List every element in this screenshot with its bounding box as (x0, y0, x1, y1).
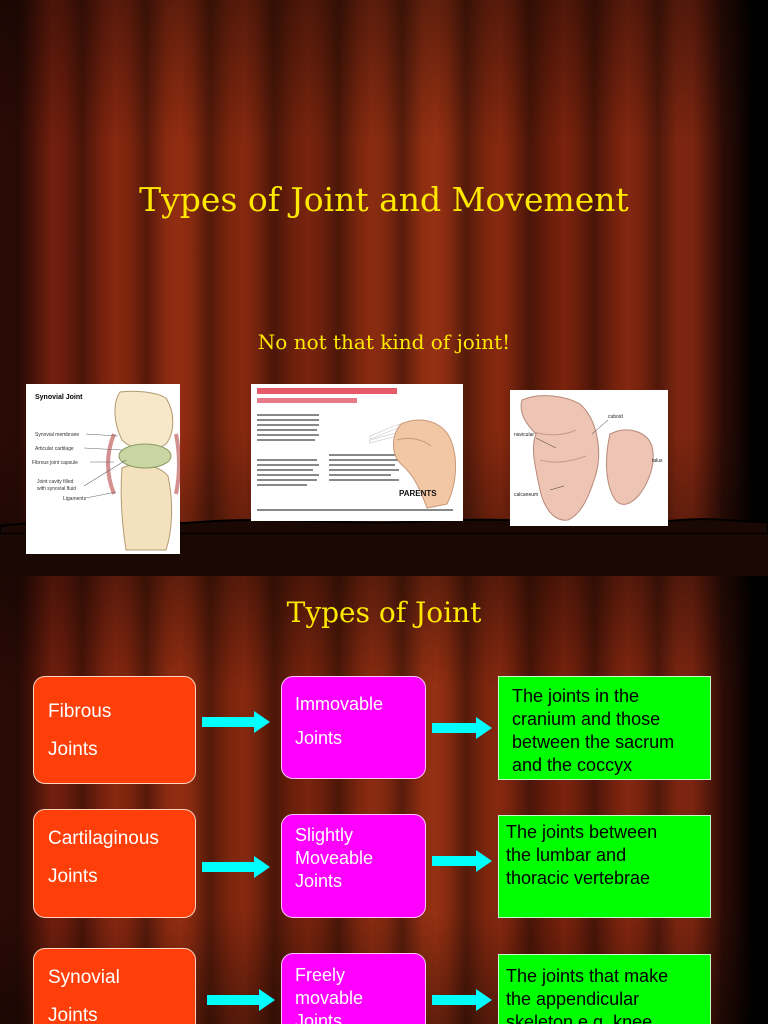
example-line: cranium and those (512, 709, 661, 729)
example-line: the lumbar and (506, 845, 627, 865)
svg-text:navicular: navicular (514, 432, 534, 438)
svg-text:calcaneum: calcaneum (514, 492, 538, 498)
mobility-line: Joints (295, 1011, 343, 1024)
joint-type-line: Joints (48, 866, 98, 887)
joint-type-box: Fibrous Joints (33, 676, 196, 784)
cigarette-hand-photo: PARENTS (251, 384, 463, 521)
mobility-line: Joints (295, 728, 343, 748)
mobility-line: Immovable (295, 694, 384, 714)
right-arrow-icon (207, 989, 275, 1011)
synovial-joint-diagram: Synovial Joint Synovial membrane Articul… (26, 384, 180, 554)
example-box: The joints in the cranium and those betw… (498, 676, 711, 780)
mobility-line: Freely (295, 965, 346, 985)
mobility-box: Freely movable Joints (281, 953, 426, 1024)
right-arrow-icon (202, 856, 270, 878)
right-arrow-icon (432, 717, 492, 739)
joint-type-line: Cartilaginous (48, 828, 159, 849)
mobility-line: Joints (295, 871, 343, 891)
svg-text:cuboid: cuboid (608, 414, 623, 420)
example-box: The joints that make the appendicular sk… (498, 954, 711, 1024)
joint-type-box: Synovial Joints (33, 948, 196, 1024)
mobility-box: Immovable Joints (281, 676, 426, 779)
joint-type-line: Joints (48, 1005, 98, 1024)
mobility-box: Slightly Moveable Joints (281, 814, 426, 918)
section-title: Types of Joint (286, 596, 482, 629)
joint-type-line: Synovial (48, 967, 120, 988)
svg-text:Articular cartilage: Articular cartilage (35, 446, 74, 452)
example-line: The joints between (506, 822, 658, 842)
joint-type-line: Joints (48, 739, 98, 760)
example-line: The joints in the (512, 686, 640, 706)
svg-text:Fibrous joint capsule: Fibrous joint capsule (32, 460, 78, 466)
right-arrow-icon (432, 850, 492, 872)
right-arrow-icon (202, 711, 270, 733)
example-box: The joints between the lumbar and thorac… (498, 815, 711, 918)
slide-1: Types of Joint and Movement No not that … (0, 0, 768, 576)
svg-text:talus: talus (652, 458, 663, 464)
mobility-line: Slightly (295, 825, 354, 845)
joint-type-box: Cartilaginous Joints (33, 809, 196, 918)
joint-type-line: Fibrous (48, 701, 112, 722)
svg-text:Joint cavity filled: Joint cavity filled (37, 479, 74, 485)
diagram-heading: Synovial Joint (35, 394, 83, 401)
curtain-shadow (718, 0, 768, 576)
curtain-shadow (718, 576, 768, 1024)
example-line: and the coccyx (512, 755, 633, 775)
slide-2: Types of Joint Fibrous Joints Immovable … (0, 576, 768, 1024)
right-arrow-icon (432, 989, 492, 1011)
example-line: between the sacrum (512, 732, 675, 752)
slide-subtitle: No not that kind of joint! (257, 330, 511, 354)
svg-text:with synovial fluid: with synovial fluid (37, 486, 76, 492)
slide-title: Types of Joint and Movement (139, 180, 629, 219)
example-line: thoracic vertebrae (506, 868, 651, 888)
example-line: The joints that make (506, 966, 669, 986)
photo-tag: PARENTS (399, 489, 437, 498)
example-line: skeleton e.g. knee (506, 1012, 653, 1024)
mobility-line: Moveable (295, 848, 374, 868)
svg-text:Ligaments: Ligaments (63, 496, 87, 502)
mobility-line: movable (295, 988, 364, 1008)
foot-bones-photo: cuboid navicular talus calcaneum (510, 390, 668, 526)
svg-text:Synovial membrane: Synovial membrane (35, 432, 79, 438)
example-line: the appendicular (506, 989, 640, 1009)
